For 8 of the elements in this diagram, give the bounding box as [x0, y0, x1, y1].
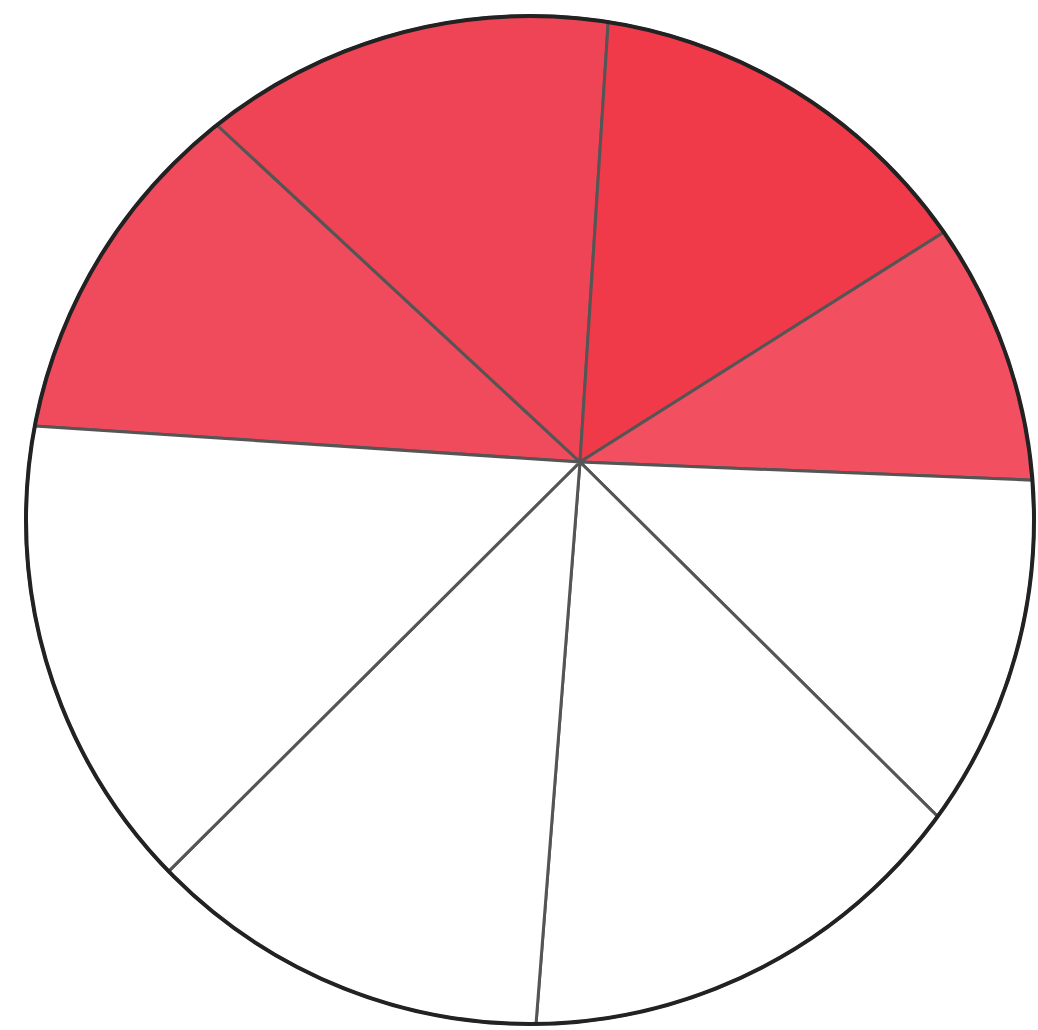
blank-sector: [578, 460, 1036, 818]
shaded-sector: [215, 14, 610, 464]
shaded-sector: [578, 230, 1034, 482]
blank-sector: [25, 424, 582, 873]
blank-sector: [534, 460, 940, 1026]
shaded-sector: [578, 20, 946, 464]
blank-sector: [167, 460, 582, 1026]
divided-circle: [24, 14, 1036, 1026]
